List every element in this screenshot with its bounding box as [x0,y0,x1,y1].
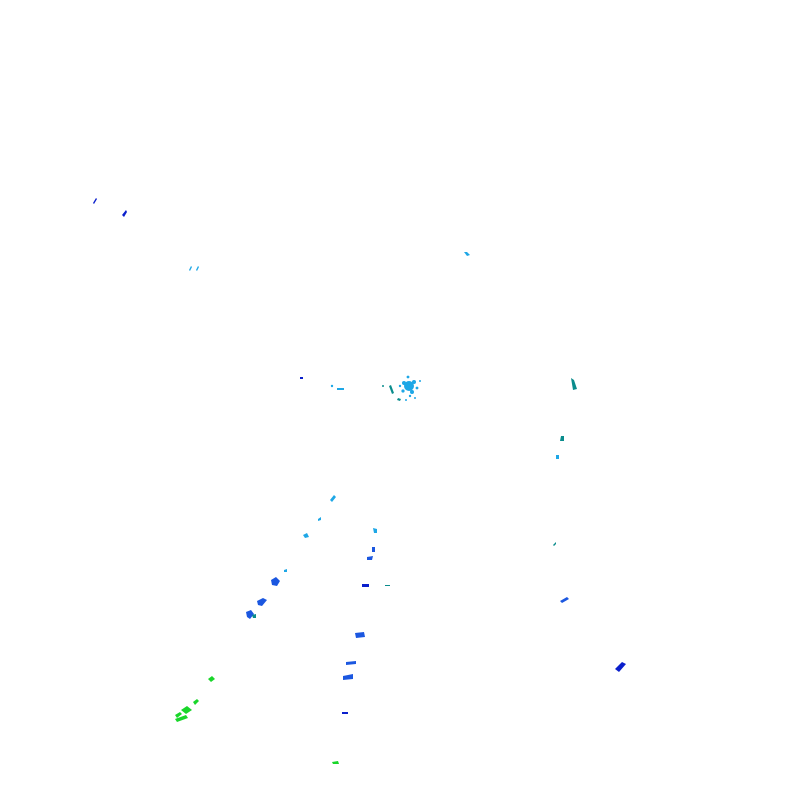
echo-blob [385,585,390,586]
echo-cluster-north [464,252,470,256]
echo-cluster-northwest [93,198,127,217]
echo-speck [405,399,407,401]
echo-speck [404,381,414,391]
echo-speck [415,386,419,390]
echo-blob [373,528,377,533]
radar-site-clutter [300,375,421,401]
echo-speck [330,384,334,388]
echo-blob [196,266,199,271]
echo-speck [382,385,384,387]
echo-blob [332,761,339,764]
echo-speck [412,380,416,384]
echo-blob [208,676,215,682]
echo-blob [257,598,267,606]
echo-blob [246,610,254,619]
echo-blob [181,706,192,714]
echo-blob [560,436,564,441]
echo-blob [252,614,256,618]
echo-blob [343,674,353,680]
echo-blob [300,377,303,379]
echo-blob [330,495,336,502]
echo-speck [414,397,416,399]
echo-speck [398,384,402,388]
echo-speck [406,375,410,379]
echo-speck [402,381,406,385]
echo-blob [93,198,97,204]
echo-blob [355,632,365,638]
echo-speck [410,390,414,394]
echo-blob [271,577,280,586]
echo-band-southwest [246,495,336,619]
echo-blob [189,266,192,271]
echo-blob [556,455,559,459]
echo-blob [571,378,577,390]
echo-blob [342,712,348,714]
echo-arc [397,398,401,401]
echo-cluster-west [189,266,199,271]
echo-cluster-east [553,378,626,672]
echo-blob [303,533,309,538]
echo-blob [372,547,375,552]
echo-blob [122,210,127,217]
echo-blob [284,569,287,572]
echo-blob [318,517,321,521]
echo-speck [419,380,421,382]
echo-cluster-south [342,528,390,714]
echo-blob [175,715,188,722]
echo-speck [408,394,412,398]
echo-blob [346,661,356,665]
echo-blob [362,584,369,587]
echo-blob [193,699,199,705]
echo-cluster-green [175,676,339,764]
echo-blob [615,662,626,672]
echo-blob [560,597,569,603]
echo-blob [337,388,344,390]
echo-arc [389,385,394,394]
echo-blob [175,712,182,718]
echo-blob [367,556,373,560]
echo-blob [464,252,470,256]
echo-blob [553,542,556,546]
echo-speck [401,389,405,393]
